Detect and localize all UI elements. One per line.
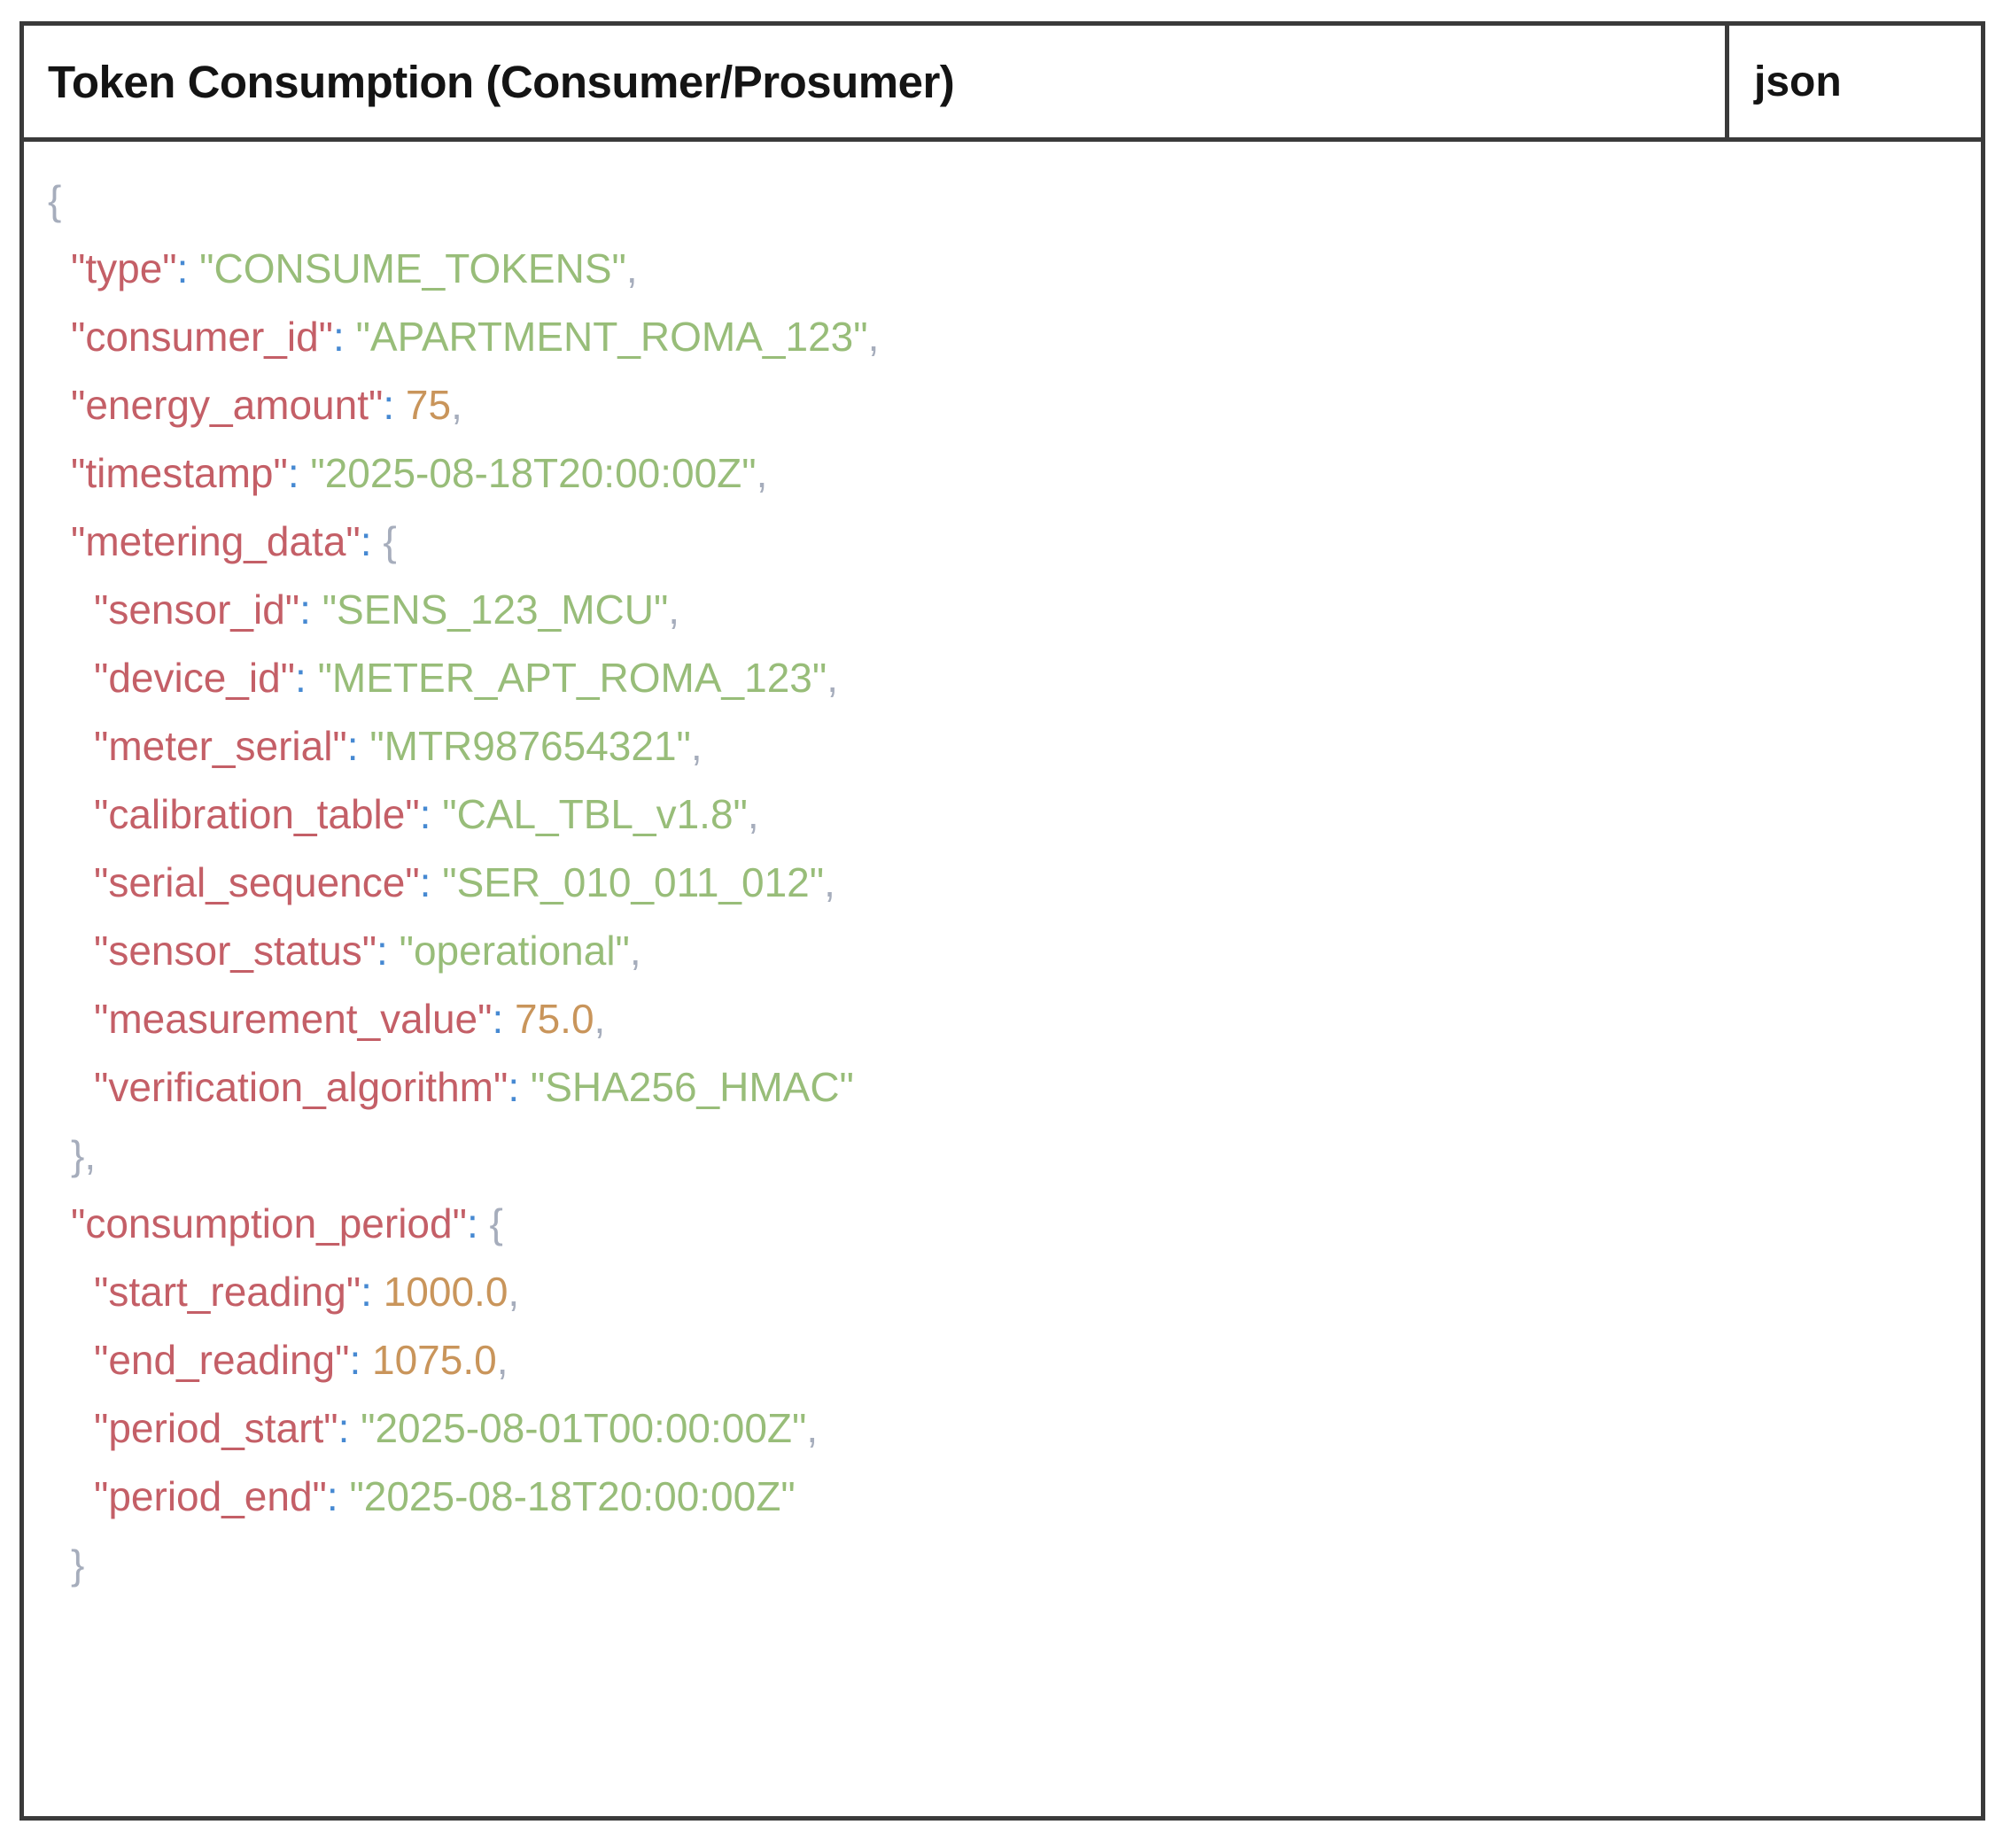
token-number: 1000.0 — [383, 1269, 509, 1315]
token-key: "timestamp" — [71, 450, 288, 496]
token-colon: : — [176, 245, 200, 291]
code-line: "measurement_value": 75.0, — [48, 985, 1960, 1053]
token-key: "device_id" — [94, 655, 296, 701]
code-line: "device_id": "METER_APT_ROMA_123", — [48, 644, 1960, 712]
token-string: "2025-08-18T20:00:00Z" — [310, 450, 757, 496]
token-key: "metering_data" — [71, 518, 361, 564]
token-punct: , — [496, 1337, 509, 1383]
code-line: "timestamp": "2025-08-18T20:00:00Z", — [48, 439, 1960, 508]
code-line: "start_reading": 1000.0, — [48, 1258, 1960, 1326]
token-key: "serial_sequence" — [94, 859, 420, 905]
token-colon: : — [377, 928, 400, 974]
token-colon: : — [295, 655, 318, 701]
code-line: "consumption_period": { — [48, 1190, 1960, 1258]
code-line: { — [48, 167, 1960, 235]
token-number: 75.0 — [515, 996, 594, 1042]
token-colon: : — [492, 996, 516, 1042]
token-key: "meter_serial" — [94, 723, 347, 769]
token-colon: : — [361, 1269, 384, 1315]
code-line: "end_reading": 1075.0, — [48, 1326, 1960, 1394]
code-line: "serial_sequence": "SER_010_011_012", — [48, 849, 1960, 917]
token-punct: , — [827, 655, 838, 701]
token-punct: , — [747, 791, 759, 837]
token-colon: : — [383, 382, 406, 428]
token-punct: , — [451, 382, 462, 428]
code-line: "verification_algorithm": "SHA256_HMAC" — [48, 1053, 1960, 1122]
token-string: "SER_010_011_012" — [442, 859, 825, 905]
token-punct: , — [867, 314, 880, 360]
code-line: "calibration_table": "CAL_TBL_v1.8", — [48, 780, 1960, 849]
token-punct: , — [594, 996, 606, 1042]
code-line: "sensor_status": "operational", — [48, 917, 1960, 985]
token-key: "measurement_value" — [94, 996, 493, 1042]
token-colon: : — [466, 1200, 490, 1246]
title-cell: Token Consumption (Consumer/Prosumer) — [24, 26, 1725, 137]
token-key: "energy_amount" — [71, 382, 384, 428]
token-key: "type" — [71, 245, 177, 291]
code-line: } — [48, 1531, 1960, 1599]
token-punct: , — [690, 723, 703, 769]
token-punct: { — [489, 1200, 503, 1246]
token-string: "2025-08-18T20:00:00Z" — [349, 1473, 796, 1519]
code-line: "metering_data": { — [48, 508, 1960, 576]
code-line: "energy_amount": 75, — [48, 371, 1960, 439]
token-punct: , — [756, 450, 768, 496]
token-punct: }, — [71, 1132, 97, 1178]
code-block: {"type": "CONSUME_TOKENS","consumer_id":… — [24, 142, 1981, 1620]
token-string: "APARTMENT_ROMA_123" — [355, 314, 868, 360]
token-punct: , — [629, 928, 641, 974]
token-key: "end_reading" — [94, 1337, 350, 1383]
token-punct: { — [383, 518, 397, 564]
token-key: "period_start" — [94, 1405, 338, 1451]
token-consumption-panel: Token Consumption (Consumer/Prosumer) js… — [19, 21, 1985, 1821]
token-colon: : — [333, 314, 356, 360]
token-colon: : — [349, 1337, 373, 1383]
token-string: "2025-08-01T00:00:00Z" — [361, 1405, 807, 1451]
token-colon: : — [419, 791, 443, 837]
token-string: "SHA256_HMAC" — [530, 1064, 854, 1110]
code-line: "period_end": "2025-08-18T20:00:00Z" — [48, 1463, 1960, 1531]
header-row: Token Consumption (Consumer/Prosumer) js… — [24, 26, 1981, 142]
token-key: "consumption_period" — [71, 1200, 467, 1246]
token-string: "SENS_123_MCU" — [322, 586, 669, 633]
token-punct: , — [625, 245, 638, 291]
token-colon: : — [326, 1473, 350, 1519]
token-colon: : — [419, 859, 443, 905]
token-key: "sensor_id" — [94, 586, 300, 633]
token-number: 75 — [405, 382, 452, 428]
language-label: json — [1754, 58, 1842, 105]
token-string: "MTR987654321" — [369, 723, 691, 769]
token-string: "CONSUME_TOKENS" — [199, 245, 626, 291]
token-colon: : — [346, 723, 370, 769]
token-key: "period_end" — [94, 1473, 327, 1519]
token-colon: : — [360, 518, 384, 564]
page-title: Token Consumption (Consumer/Prosumer) — [48, 56, 955, 107]
code-line: "meter_serial": "MTR987654321", — [48, 712, 1960, 780]
code-line: "period_start": "2025-08-01T00:00:00Z", — [48, 1394, 1960, 1463]
token-punct: } — [71, 1541, 85, 1588]
code-line: "sensor_id": "SENS_123_MCU", — [48, 576, 1960, 644]
token-punct: , — [824, 859, 835, 905]
token-punct: , — [668, 586, 680, 633]
token-string: "METER_APT_ROMA_123" — [317, 655, 827, 701]
token-colon: : — [299, 586, 322, 633]
token-number: 1075.0 — [372, 1337, 497, 1383]
token-colon: : — [508, 1064, 531, 1110]
token-key: "consumer_id" — [71, 314, 334, 360]
language-cell: json — [1725, 26, 1981, 137]
token-key: "calibration_table" — [94, 791, 420, 837]
token-colon: : — [338, 1405, 361, 1451]
code-line: }, — [48, 1122, 1960, 1190]
token-key: "sensor_status" — [94, 928, 377, 974]
token-key: "start_reading" — [94, 1269, 361, 1315]
token-colon: : — [287, 450, 311, 496]
code-line: "consumer_id": "APARTMENT_ROMA_123", — [48, 303, 1960, 371]
code-line: "type": "CONSUME_TOKENS", — [48, 235, 1960, 303]
token-punct: , — [806, 1405, 819, 1451]
token-string: "CAL_TBL_v1.8" — [442, 791, 748, 837]
token-punct: , — [508, 1269, 520, 1315]
token-key: "verification_algorithm" — [94, 1064, 509, 1110]
token-punct: { — [48, 177, 62, 223]
token-string: "operational" — [399, 928, 630, 974]
